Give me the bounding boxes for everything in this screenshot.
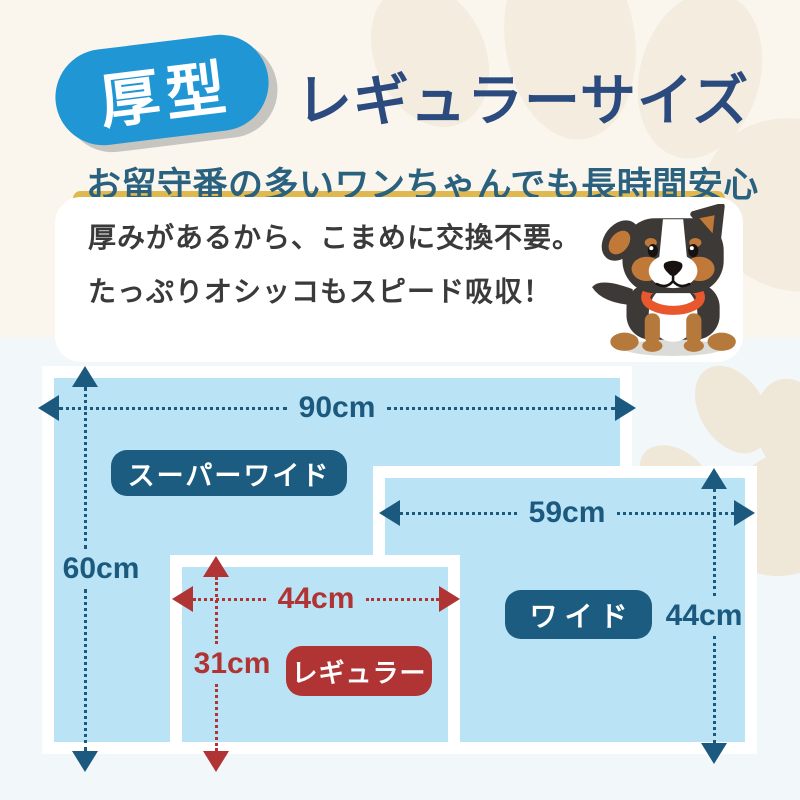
regular-height-label: 31cm — [193, 647, 271, 680]
wide-width-label: 59cm — [528, 496, 606, 529]
regular-width-label: 44cm — [277, 582, 355, 615]
dog-illustration — [592, 204, 736, 356]
description-line1: 厚みがあるから、こまめに交換不要。 — [88, 222, 582, 253]
width-arrow-super-wide: 90cm — [38, 391, 637, 424]
wide-height-label: 44cm — [665, 599, 743, 632]
height-arrow-super-wide: 60cm — [63, 366, 139, 772]
arrow-right-icon — [734, 500, 756, 526]
arrow-left-icon — [38, 395, 59, 421]
size-pill-regular: レギュラー — [286, 646, 432, 696]
arrow-down-icon — [72, 751, 98, 772]
width-arrow-regular: 44cm — [172, 582, 461, 615]
height-arrow-regular: 31cm — [194, 556, 270, 772]
arrow-up-icon — [701, 468, 727, 489]
arrow-left-icon — [379, 500, 400, 526]
arrow-up-icon — [72, 366, 98, 387]
super-wide-width-label: 90cm — [298, 391, 376, 424]
arrow-up-icon — [203, 556, 229, 577]
super-wide-height-label: 60cm — [62, 552, 140, 585]
height-arrow-wide: 44cm — [666, 468, 742, 764]
arrow-down-icon — [701, 743, 727, 764]
arrow-left-icon — [172, 586, 193, 612]
description-line2: たっぷりオシッコもスピード吸収！ — [88, 276, 553, 307]
arrow-right-icon — [615, 395, 637, 421]
arrow-down-icon — [203, 751, 229, 772]
size-pill-wide: ワイド — [505, 590, 652, 639]
thickness-badge-label: 厚型 — [95, 53, 236, 136]
thickness-badge: 厚型 — [49, 29, 275, 151]
size-pill-super-wide: スーパーワイド — [111, 450, 347, 496]
arrow-right-icon — [439, 586, 461, 612]
description-text: 厚みがあるから、こまめに交換不要。 たっぷりオシッコもスピード吸収！ — [88, 211, 581, 319]
width-arrow-wide: 59cm — [379, 496, 756, 529]
size-title: レギュラーサイズ — [296, 69, 750, 132]
